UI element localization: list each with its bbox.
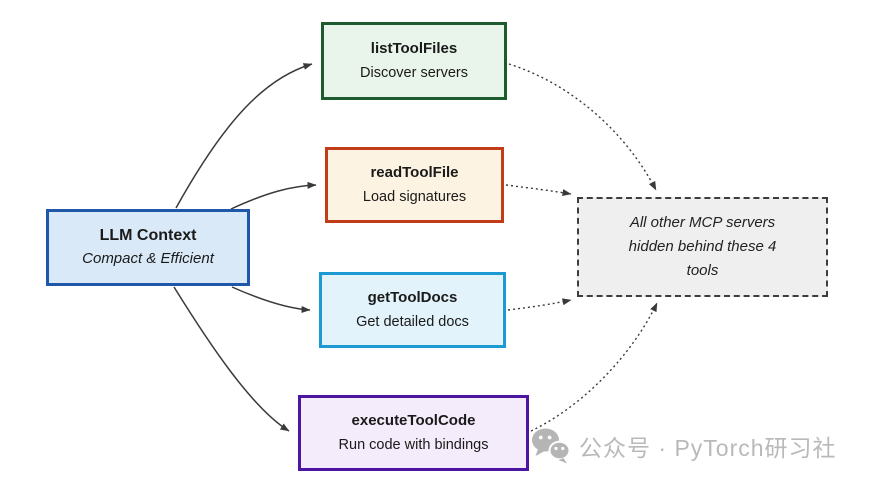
tool-box-listtoolfiles: listToolFiles Discover servers: [321, 22, 507, 100]
dotted-readtoolfile-to-mcp: [505, 184, 572, 197]
tool-title: listToolFiles: [370, 40, 458, 57]
dotted-executetoolcode-to-mcp: [530, 302, 658, 432]
tool-box-readtoolfile: readToolFile Load signatures: [325, 147, 504, 223]
dotted-gettooldocs-to-mcp: [507, 298, 572, 311]
tool-title: executeToolCode: [351, 412, 476, 429]
tool-box-executetoolcode: executeToolCode Run code with bindings: [298, 395, 529, 471]
arrow-llm-to-executetoolcode: [173, 286, 290, 432]
tool-title: getToolDocs: [367, 289, 458, 306]
llm-context-box: LLM Context Compact & Efficient: [46, 209, 250, 286]
arrow-llm-to-gettooldocs: [231, 286, 311, 314]
llm-context-subtitle: Compact & Efficient: [82, 250, 214, 267]
tool-subtitle: Load signatures: [362, 189, 467, 205]
arrow-llm-to-listtoolfiles: [175, 63, 313, 209]
tool-subtitle: Run code with bindings: [338, 437, 489, 453]
mcp-servers-text: All other MCP servers hidden behind thes…: [628, 214, 777, 279]
mcp-servers-box: All other MCP servers hidden behind thes…: [577, 197, 828, 297]
tool-subtitle: Discover servers: [360, 65, 468, 81]
watermark: 公众号 · PyTorch研习社: [531, 427, 837, 464]
wechat-icon: [531, 427, 571, 464]
watermark-text: 公众号 · PyTorch研习社: [579, 434, 837, 461]
dotted-arrows: [505, 63, 658, 432]
arrow-llm-to-readtoolfile: [230, 181, 317, 210]
solid-arrows: [173, 63, 317, 432]
dotted-listtoolfiles-to-mcp: [508, 63, 657, 191]
tool-subtitle: Get detailed docs: [356, 314, 469, 330]
tool-box-gettooldocs: getToolDocs Get detailed docs: [319, 272, 506, 348]
tool-title: readToolFile: [370, 164, 459, 181]
llm-context-title: LLM Context: [99, 227, 197, 244]
